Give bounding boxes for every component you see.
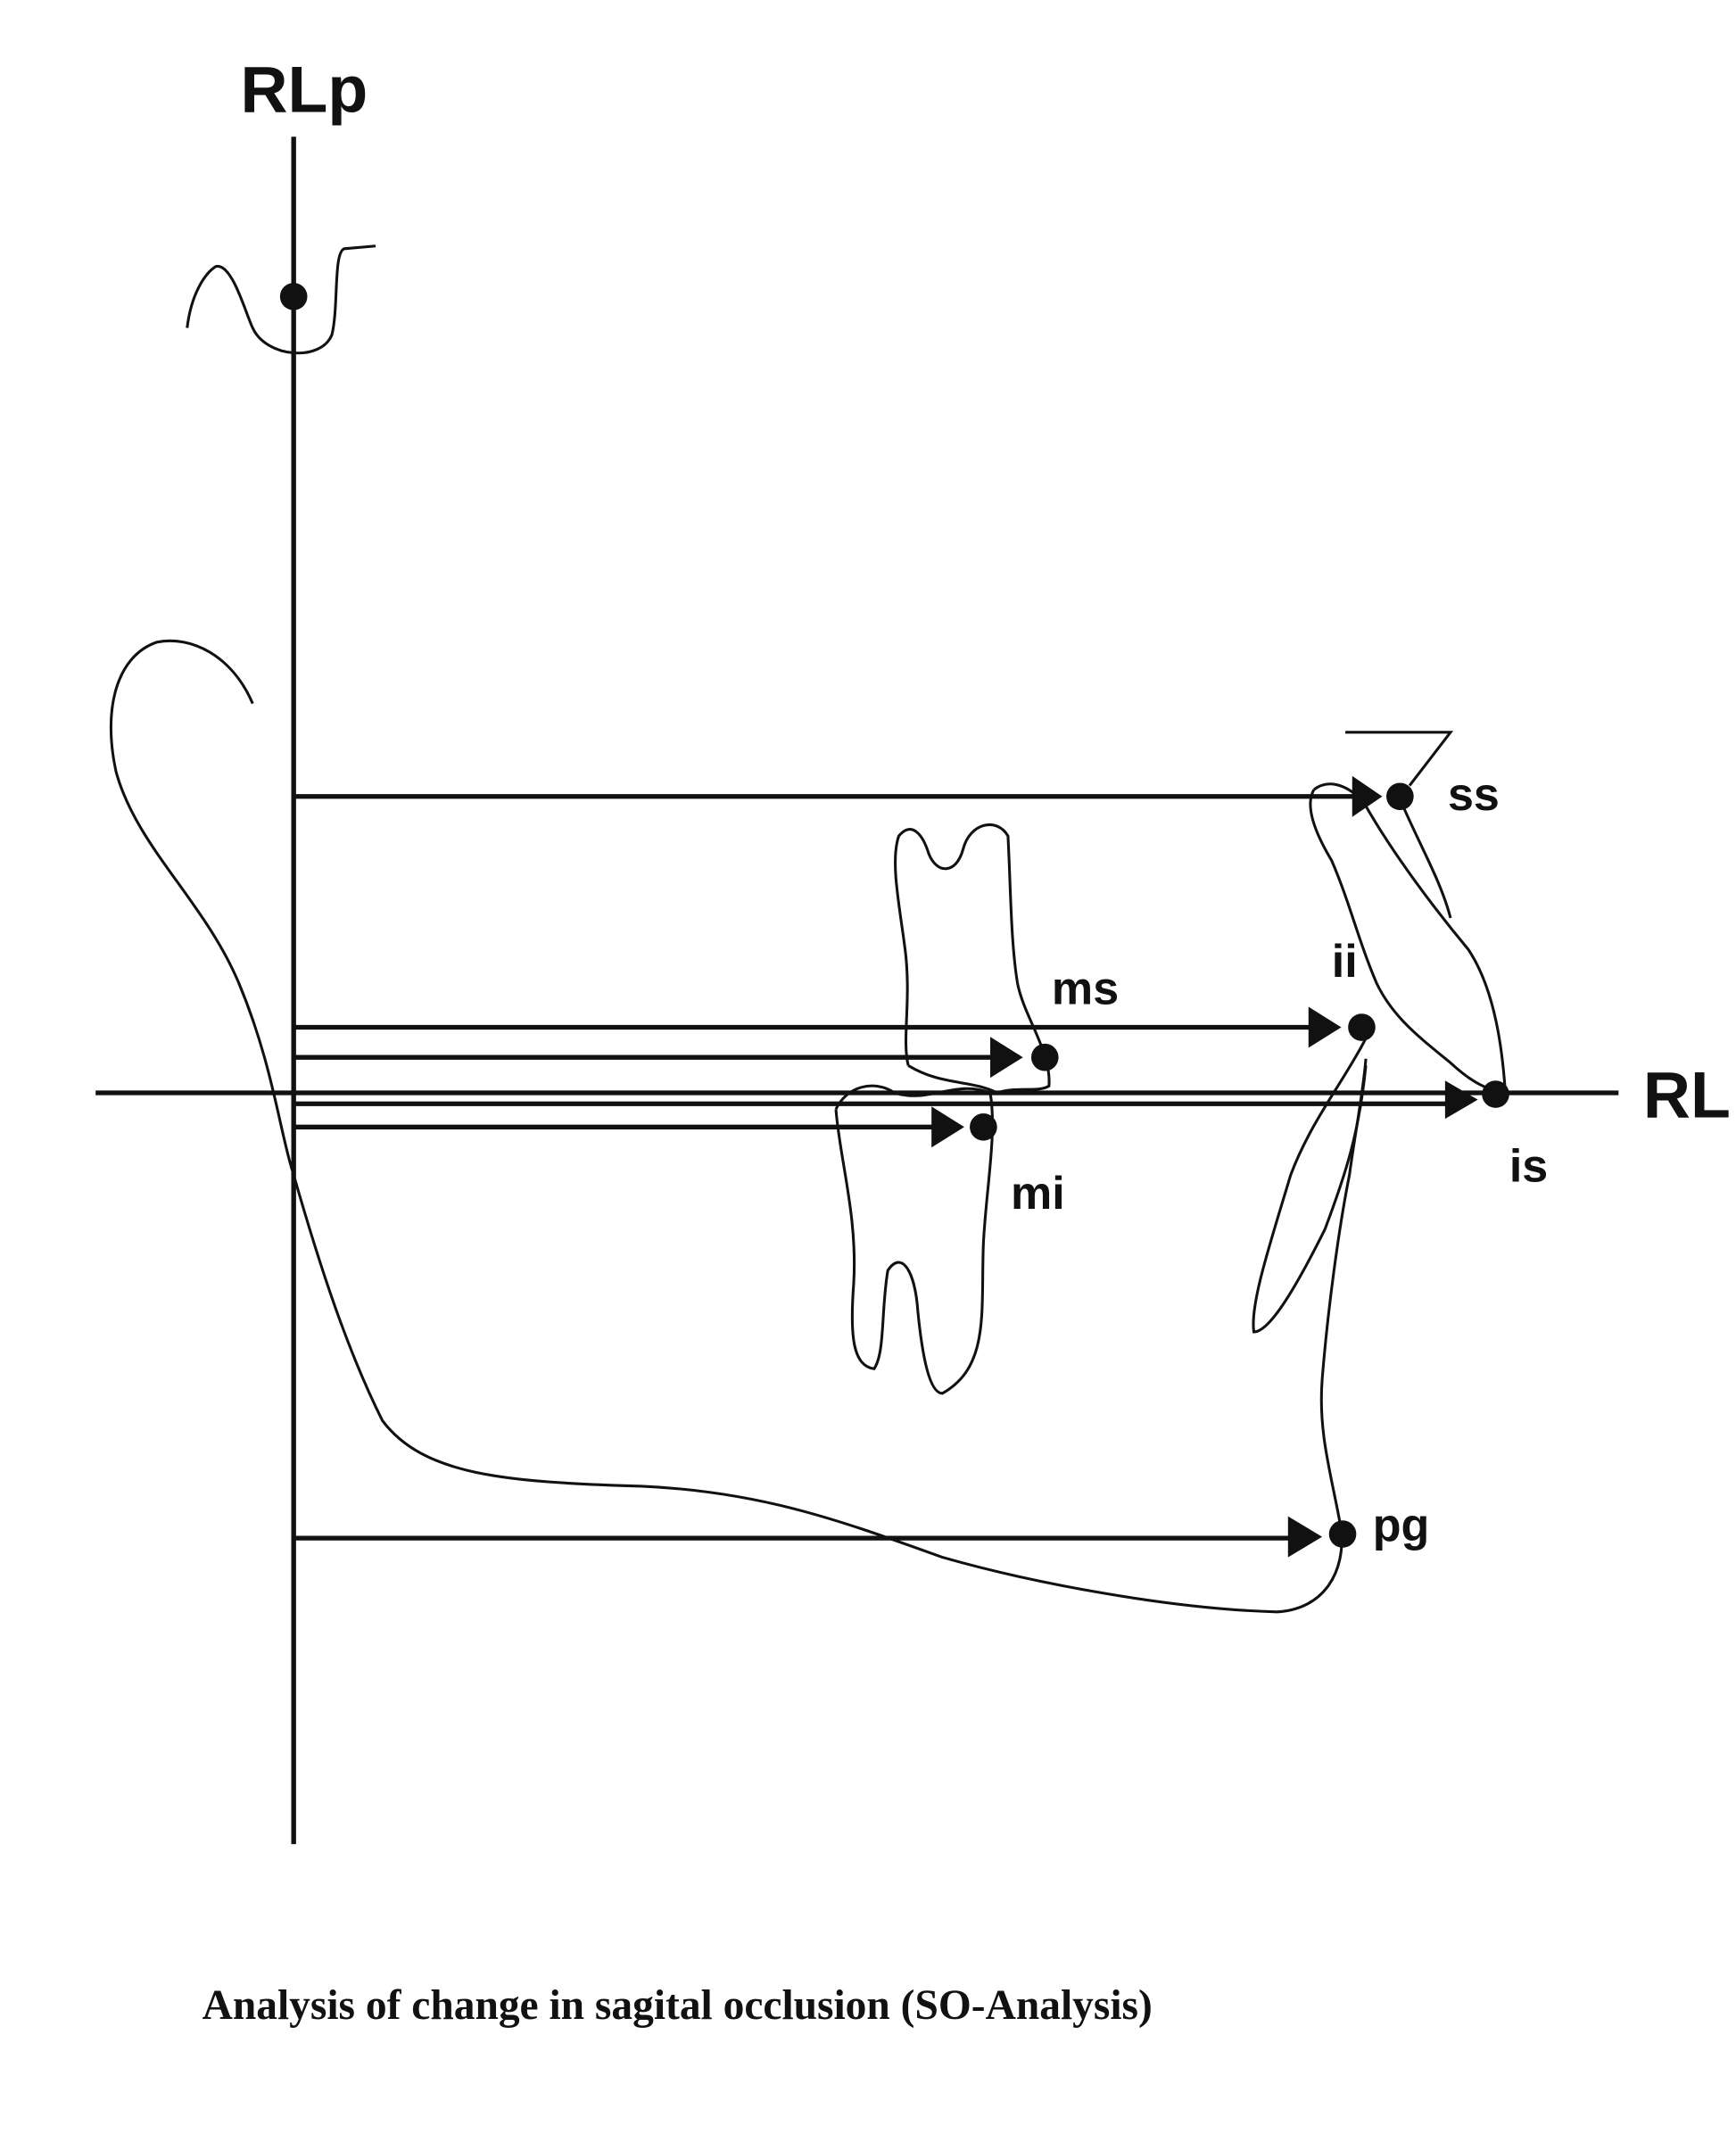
- rlp-label: RLp: [240, 53, 368, 127]
- mandible-outline: [109, 639, 1368, 1614]
- anterior-nasal-line: [1345, 731, 1454, 787]
- arrow-ms: [293, 1037, 1059, 1079]
- arrow-is: [293, 1080, 1509, 1120]
- sella-outline: [186, 244, 376, 355]
- figure-caption: Analysis of change in sagital occlusion …: [203, 1982, 1153, 2029]
- lower-incisor-outline: [1252, 1038, 1368, 1334]
- label-ms: ms: [1052, 963, 1119, 1014]
- sella-point: [279, 283, 308, 310]
- rl-label: RL: [1643, 1058, 1731, 1132]
- arrow-mi: [293, 1106, 997, 1148]
- lower-molar-outline: [834, 1084, 995, 1395]
- arrow-pg: [293, 1516, 1357, 1558]
- upper-molar-outline: [894, 823, 1051, 1095]
- label-ii: ii: [1332, 936, 1358, 988]
- arrow-ii: [293, 1006, 1376, 1048]
- label-pg: pg: [1373, 1500, 1430, 1551]
- label-mi: mi: [1011, 1168, 1065, 1220]
- upper-incisor-inner-line: [1398, 798, 1452, 919]
- arrow-ss: [293, 775, 1414, 817]
- label-ss: ss: [1448, 769, 1500, 821]
- label-is: is: [1509, 1141, 1548, 1193]
